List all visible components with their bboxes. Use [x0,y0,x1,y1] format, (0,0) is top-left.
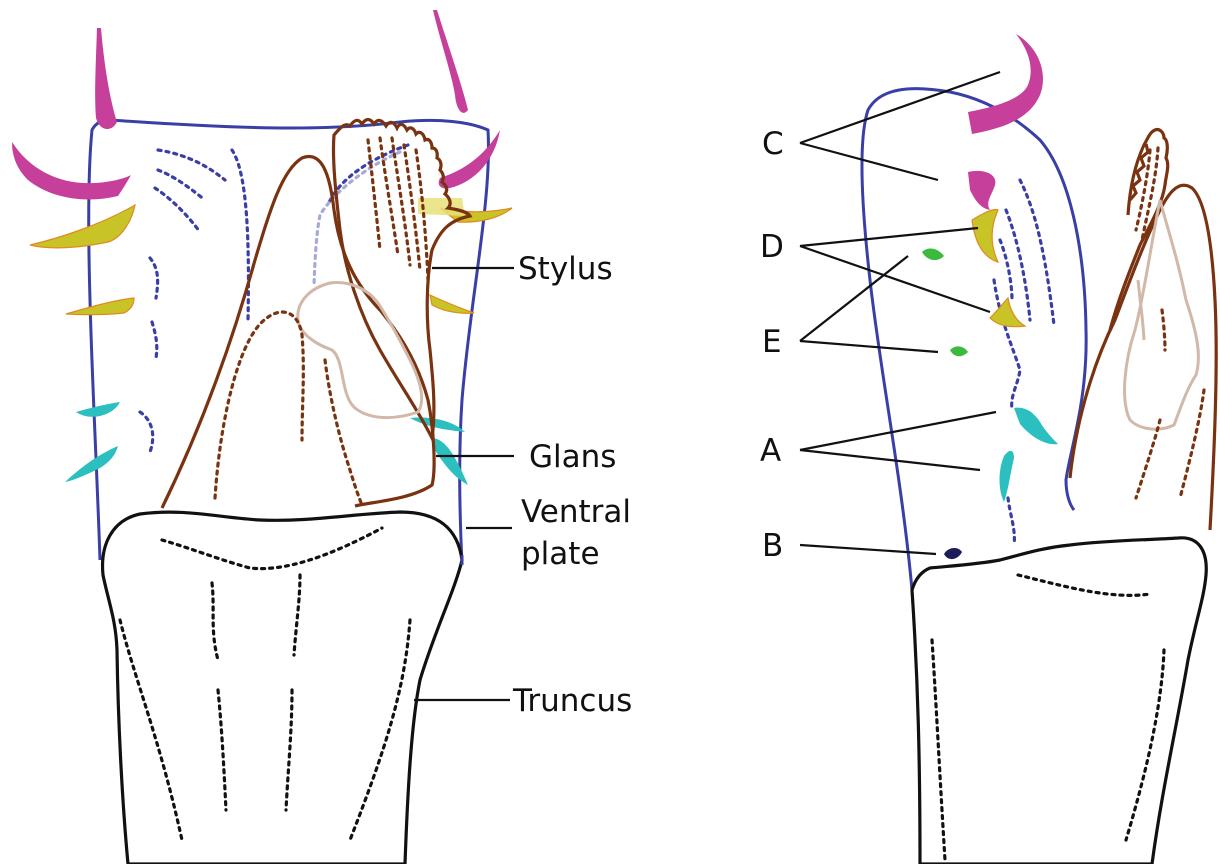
spine-a-right-1 [410,418,465,432]
dots-brown-3 [392,138,410,265]
spine-c-left-curved [12,142,131,199]
dots-blue-6 [152,322,157,358]
dots-blue-l3 [1000,240,1012,300]
spine-d-left-2 [66,298,134,315]
ventral-plate-outline-lateral [862,89,1086,590]
spine-a-left-1 [76,402,120,417]
spine-a-lateral-2 [1000,451,1015,502]
dots-brown-l4 [1136,420,1160,498]
dots-blue-2 [158,170,205,200]
label-stylus: Stylus [518,251,613,287]
spine-c-top-left [95,28,117,129]
spine-d-lateral-1 [972,209,998,262]
dots-brown-5 [416,150,428,280]
dots-brown-6 [215,312,303,498]
right-view: C D E A B [760,34,1216,864]
label-c: C [762,126,784,162]
leader-d-2 [800,246,990,312]
leader-a-2 [800,450,980,470]
label-d: D [760,229,784,265]
stylus-outline [333,120,470,439]
label-glans: Glans [529,439,616,475]
dots-blue-l5 [1008,498,1014,545]
dots-brown-l5 [1180,390,1204,498]
label-ventral-plate-2: plate [521,536,600,572]
spine-c-lateral-small [968,171,995,210]
glans-lobe-tan-lateral [1125,200,1199,429]
spine-a-left-2 [65,446,118,482]
spine-d-right-2 [430,295,474,313]
leader-e-2 [800,341,938,352]
label-ventral-plate-1: Ventral [521,494,631,530]
leader-b [800,545,936,554]
label-a: A [760,433,781,469]
dots-blue-3 [155,188,200,232]
leader-a-1 [800,412,996,450]
dots-blue-l1 [1020,180,1054,325]
spine-c-lateral-large [968,34,1043,134]
spine-a-right-2 [433,438,468,485]
glans-outline [162,157,434,508]
spine-d-left-1 [30,205,135,248]
spine-d-lateral-2 [990,298,1025,327]
leader-d-1 [800,228,978,246]
left-view: Stylus Glans Ventral plate Truncus [12,10,632,864]
leader-e-1 [800,256,908,341]
leader-c-1 [800,72,1000,143]
leader-c-2 [800,143,938,180]
dots-brown-4 [404,145,420,270]
label-e: E [762,324,782,360]
label-b: B [762,528,783,564]
spine-b-lateral [944,548,962,559]
dots-brown-l3 [1162,310,1165,350]
label-truncus: Truncus [512,683,632,719]
truncus-outline-lateral [912,538,1206,864]
spine-c-right-curved [439,130,500,189]
spine-a-lateral-1 [1014,408,1058,445]
dots-blue-5 [150,258,158,298]
spine-c-top-right [433,10,468,113]
spine-e-lateral-2 [950,346,968,356]
dots-blue-7 [140,412,153,452]
truncus-outline [103,512,462,864]
spine-e-lateral-1 [922,249,944,261]
